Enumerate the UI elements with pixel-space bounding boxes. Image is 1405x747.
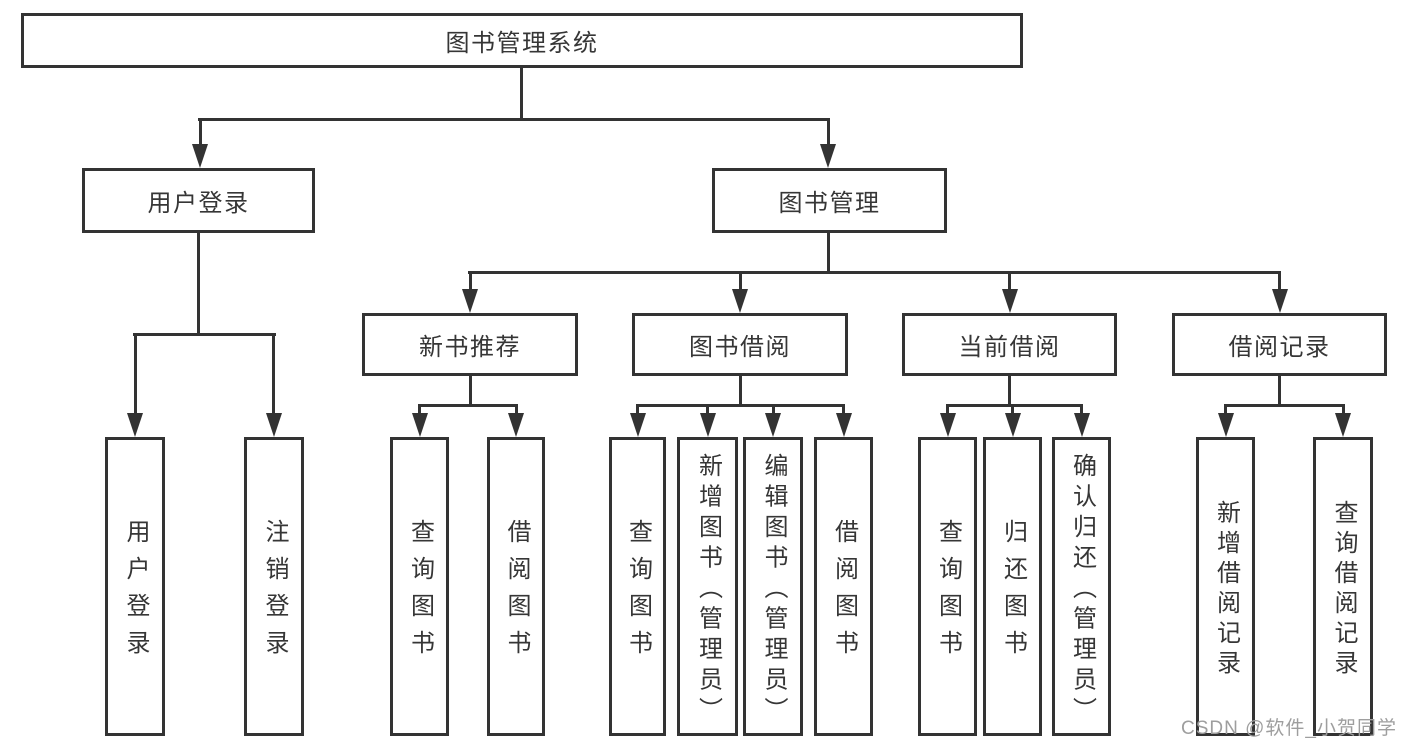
node-label: 新书推荐: [419, 334, 521, 361]
connector-arrow-stem: [946, 404, 949, 415]
arrow-down-icon: [835, 413, 852, 437]
node-current-borrowing: 当前借阅: [902, 313, 1117, 376]
node-label: 查询图书: [934, 519, 962, 667]
arrow-down-icon: [411, 413, 428, 437]
leaf-return-books: 归还图书: [983, 437, 1042, 736]
node-borrowing-records: 借阅记录: [1172, 313, 1387, 376]
leaf-query-books-borrow: 查询图书: [609, 437, 666, 736]
arrow-down-icon: [1004, 413, 1021, 437]
node-label: 查询借阅记录: [1330, 499, 1357, 680]
connector-arrow-stem: [198, 118, 202, 146]
node-label: 查询图书: [406, 519, 434, 667]
node-label: 图书借阅: [689, 334, 791, 361]
connector-arrow-stem: [133, 333, 137, 415]
node-label: 新增图书（管理员）: [694, 452, 722, 728]
arrow-down-icon: [1001, 289, 1018, 313]
node-root-system: 图书管理系统: [21, 13, 1023, 68]
arrow-down-icon: [765, 413, 781, 437]
connector-arrow-stem: [272, 333, 275, 415]
connector-arrow-stem: [771, 404, 775, 415]
connector-stem: [1008, 376, 1011, 407]
arrow-down-icon: [939, 413, 956, 437]
arrow-down-icon: [732, 289, 748, 313]
connector-bar: [133, 333, 276, 336]
connector-arrow-stem: [1224, 404, 1227, 415]
node-label: 编辑图书（管理员）: [760, 452, 787, 728]
connector-stem: [1278, 376, 1281, 407]
arrow-down-icon: [192, 144, 208, 168]
connector-stem: [468, 376, 472, 407]
leaf-logout: 注销登录: [244, 437, 304, 736]
arrow-down-icon: [462, 289, 478, 313]
node-new-book-recommend: 新书推荐: [362, 313, 578, 376]
connector-bar: [198, 118, 829, 121]
leaf-borrow-books: 借阅图书: [814, 437, 873, 736]
node-book-management-branch: 图书管理: [712, 168, 947, 233]
arrow-down-icon: [699, 413, 716, 437]
connector-arrow-stem: [1278, 271, 1281, 291]
connector-bar: [1224, 404, 1345, 407]
leaf-query-books-current: 查询图书: [918, 437, 977, 736]
node-label: 新增借阅记录: [1212, 499, 1240, 680]
arrow-down-icon: [1217, 413, 1234, 437]
connector-arrow-stem: [1008, 271, 1011, 291]
arrow-down-icon: [127, 413, 143, 437]
arrow-down-icon: [508, 413, 524, 437]
connector-arrow-stem: [842, 404, 845, 415]
node-label: 图书管理系统: [445, 30, 599, 57]
node-label: 确认归还（管理员）: [1068, 452, 1096, 728]
arrow-down-icon: [1335, 413, 1351, 437]
arrow-down-icon: [1271, 289, 1288, 313]
node-book-borrowing: 图书借阅: [632, 313, 848, 376]
connector-arrow-stem: [1011, 404, 1014, 415]
connector-arrow-stem: [418, 404, 421, 415]
node-label: 借阅记录: [1228, 334, 1331, 361]
node-label: 当前借阅: [958, 334, 1061, 361]
connector-stem: [519, 68, 523, 120]
leaf-edit-books-admin: 编辑图书（管理员）: [743, 437, 803, 736]
connector-bar: [418, 404, 518, 407]
connector-stem: [826, 232, 830, 273]
node-label: 图书管理: [778, 190, 881, 217]
node-user-login-branch: 用户登录: [82, 168, 315, 233]
connector-bar: [468, 271, 1281, 274]
connector-arrow-stem: [1080, 404, 1083, 415]
leaf-add-borrow-record: 新增借阅记录: [1196, 437, 1255, 736]
connector-arrow-stem: [738, 271, 742, 291]
arrow-down-icon: [629, 413, 646, 437]
connector-bar: [946, 404, 1083, 407]
leaf-confirm-return-admin: 确认归还（管理员）: [1052, 437, 1111, 736]
csdn-watermark: CSDN @软件_小贺同学: [1181, 718, 1397, 739]
connector-arrow-stem: [826, 118, 830, 146]
connector-bar: [636, 404, 845, 407]
node-label: 归还图书: [999, 519, 1027, 667]
node-label: 借阅图书: [830, 519, 858, 667]
connector-arrow-stem: [706, 404, 709, 415]
leaf-user-login: 用户登录: [105, 437, 165, 736]
connector-arrow-stem: [1341, 404, 1345, 415]
arrow-down-icon: [265, 413, 282, 437]
arrow-down-icon: [820, 144, 836, 168]
leaf-borrow-books-recommend: 借阅图书: [487, 437, 545, 736]
node-label: 借阅图书: [503, 519, 530, 667]
connector-arrow-stem: [636, 404, 639, 415]
node-label: 注销登录: [261, 519, 288, 667]
node-label: 查询图书: [624, 519, 652, 667]
leaf-add-books-admin: 新增图书（管理员）: [677, 437, 738, 736]
connector-stem: [196, 232, 200, 334]
arrow-down-icon: [1073, 413, 1090, 437]
connector-arrow-stem: [514, 404, 518, 415]
leaf-query-books-recommend: 查询图书: [390, 437, 449, 736]
node-label: 用户登录: [147, 190, 250, 217]
connector-stem: [738, 376, 742, 407]
leaf-query-borrow-record: 查询借阅记录: [1313, 437, 1373, 736]
connector-arrow-stem: [468, 271, 472, 291]
node-label: 用户登录: [122, 519, 149, 667]
